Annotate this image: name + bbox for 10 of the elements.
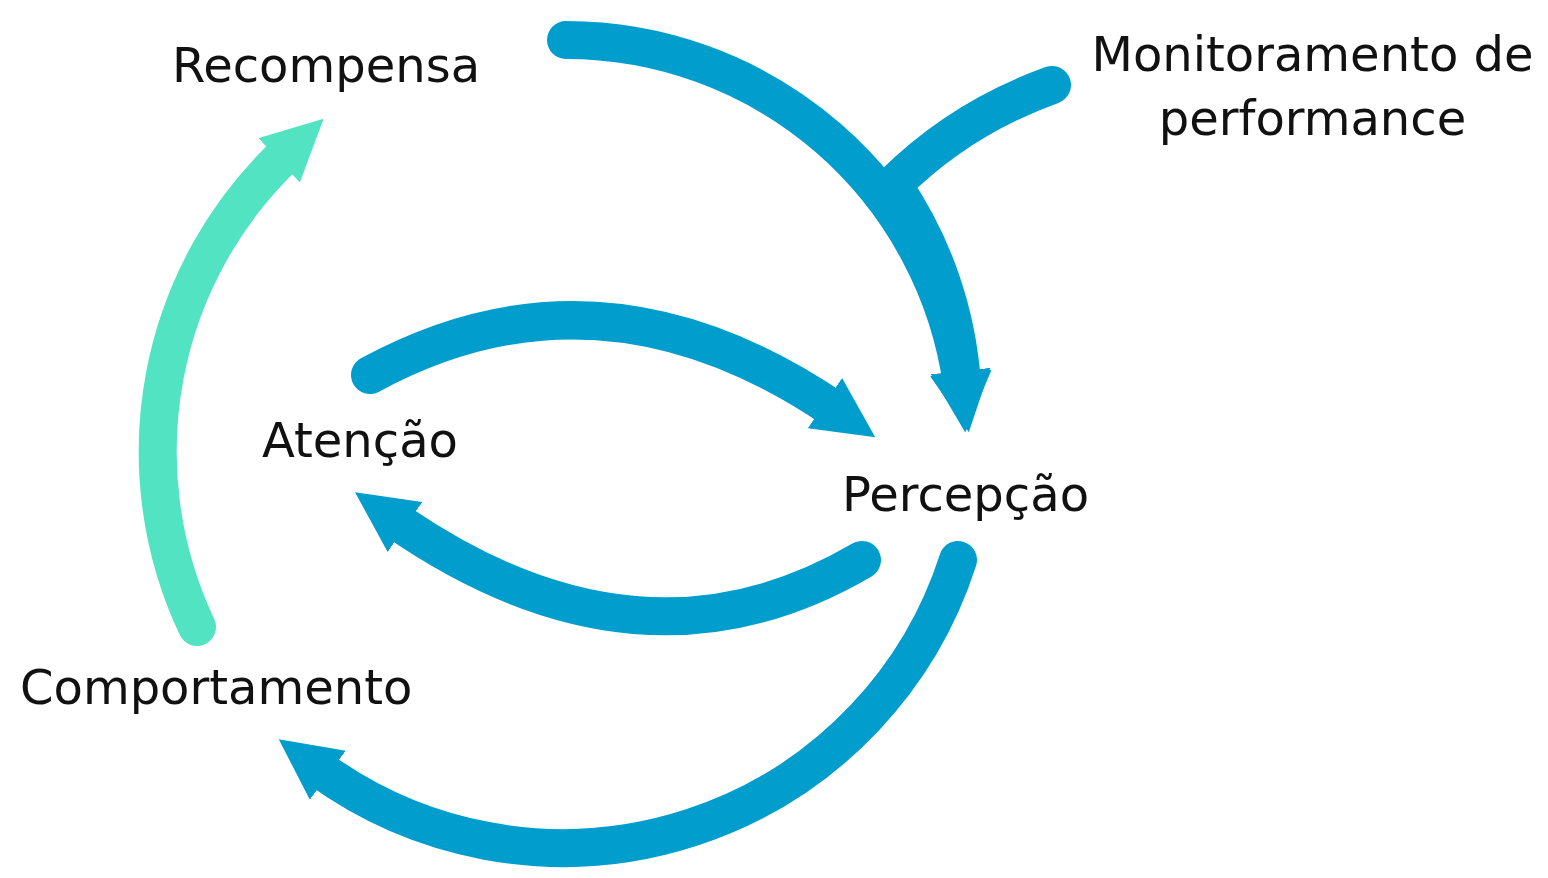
node-label: Recompensa	[172, 36, 482, 95]
curved-arrow	[354, 493, 881, 636]
node-label: Atenção	[262, 411, 459, 470]
node-label: Comportamento	[20, 658, 414, 717]
curved-arrow	[139, 116, 322, 646]
curved-arrow	[277, 541, 977, 867]
curved-arrow	[547, 21, 990, 432]
curved-arrow	[351, 301, 877, 436]
node-label: Monitoramento de performance	[1090, 25, 1535, 148]
node-label: Percepção	[842, 465, 1090, 524]
